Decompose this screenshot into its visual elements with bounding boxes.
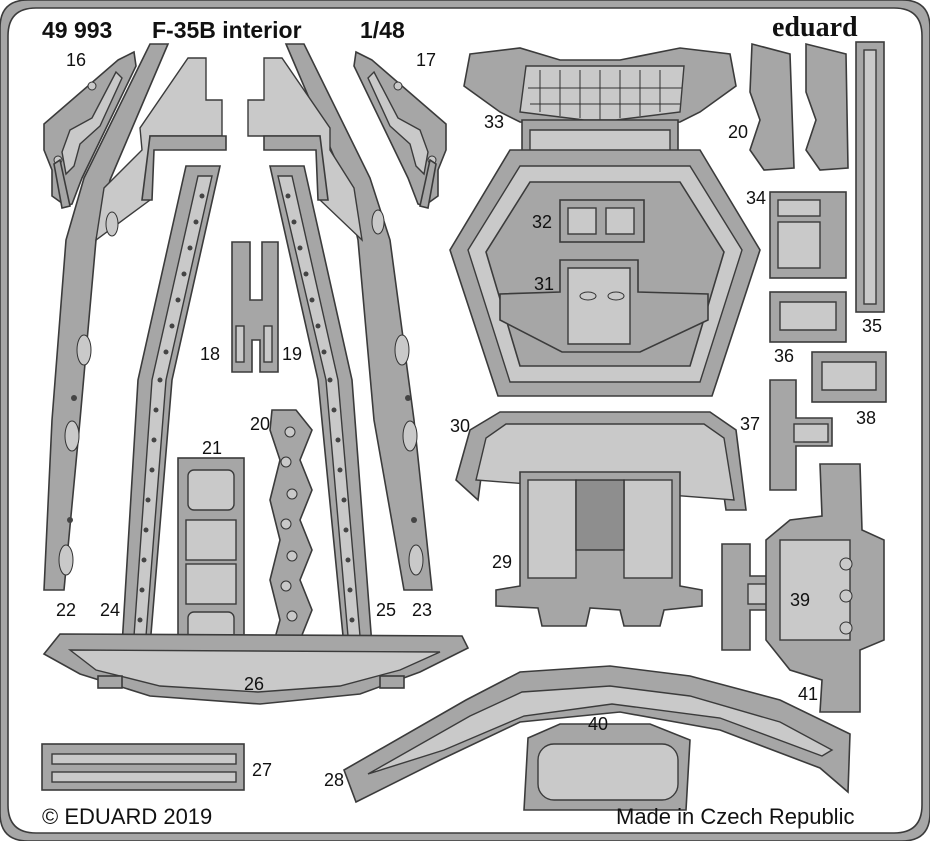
part-number-21: 21 <box>202 438 222 458</box>
part-number-24: 24 <box>100 600 120 620</box>
kit-title: F-35B interior <box>152 17 302 43</box>
part-number-27: 27 <box>252 760 272 780</box>
part-16 <box>43 50 137 209</box>
kit-scale: 1/48 <box>360 17 405 43</box>
part-31 <box>499 259 709 353</box>
part-number-33: 33 <box>484 112 504 132</box>
part-41 <box>765 463 885 713</box>
part-number-26: 26 <box>244 674 264 694</box>
part-number-40: 40 <box>588 714 608 734</box>
brand-logo: eduard <box>772 12 858 43</box>
part-18-19 <box>231 241 279 373</box>
part-number-39: 39 <box>790 590 810 610</box>
part-number-29: 29 <box>492 552 512 572</box>
part-number-31: 31 <box>534 274 554 294</box>
part-28 <box>343 665 851 804</box>
part-number-38: 38 <box>856 408 876 428</box>
part-38 <box>811 351 887 403</box>
part-number-23: 23 <box>412 600 432 620</box>
part-17 <box>353 50 447 209</box>
part-number-17: 17 <box>416 50 436 70</box>
part-23 <box>247 43 433 591</box>
part-21 <box>177 457 245 659</box>
part-number-36: 36 <box>774 346 794 366</box>
part-number-35: 35 <box>862 316 882 336</box>
part-32 <box>559 199 645 243</box>
part-27 <box>41 743 245 791</box>
part-number-19: 19 <box>282 344 302 364</box>
part-34 <box>769 191 847 279</box>
part-number-34: 34 <box>746 188 766 208</box>
part-26 <box>42 633 470 705</box>
part-number-16: 16 <box>66 50 86 70</box>
part-number-28: 28 <box>324 770 344 790</box>
kit-number: 49 993 <box>42 17 112 43</box>
part-number-37: 37 <box>740 414 760 434</box>
part-37 <box>769 379 833 491</box>
part-number-20-top: 20 <box>728 122 748 142</box>
part-number-32: 32 <box>532 212 552 232</box>
part-number-30: 30 <box>450 416 470 436</box>
part-36 <box>769 291 847 343</box>
part-number-22: 22 <box>56 600 76 620</box>
part-20-top <box>749 42 849 171</box>
part-number-20-center: 20 <box>250 414 270 434</box>
part-20-center <box>268 409 313 657</box>
part-25 <box>269 165 373 647</box>
origin-text: Made in Czech Republic <box>616 804 854 829</box>
part-number-41: 41 <box>798 684 818 704</box>
part-40 <box>523 723 691 811</box>
part-number-18: 18 <box>200 344 220 364</box>
part-29 <box>495 471 703 627</box>
part-number-25: 25 <box>376 600 396 620</box>
part-35 <box>855 41 885 313</box>
copyright-text: © EDUARD 2019 <box>42 804 212 829</box>
part-22 <box>43 43 227 591</box>
